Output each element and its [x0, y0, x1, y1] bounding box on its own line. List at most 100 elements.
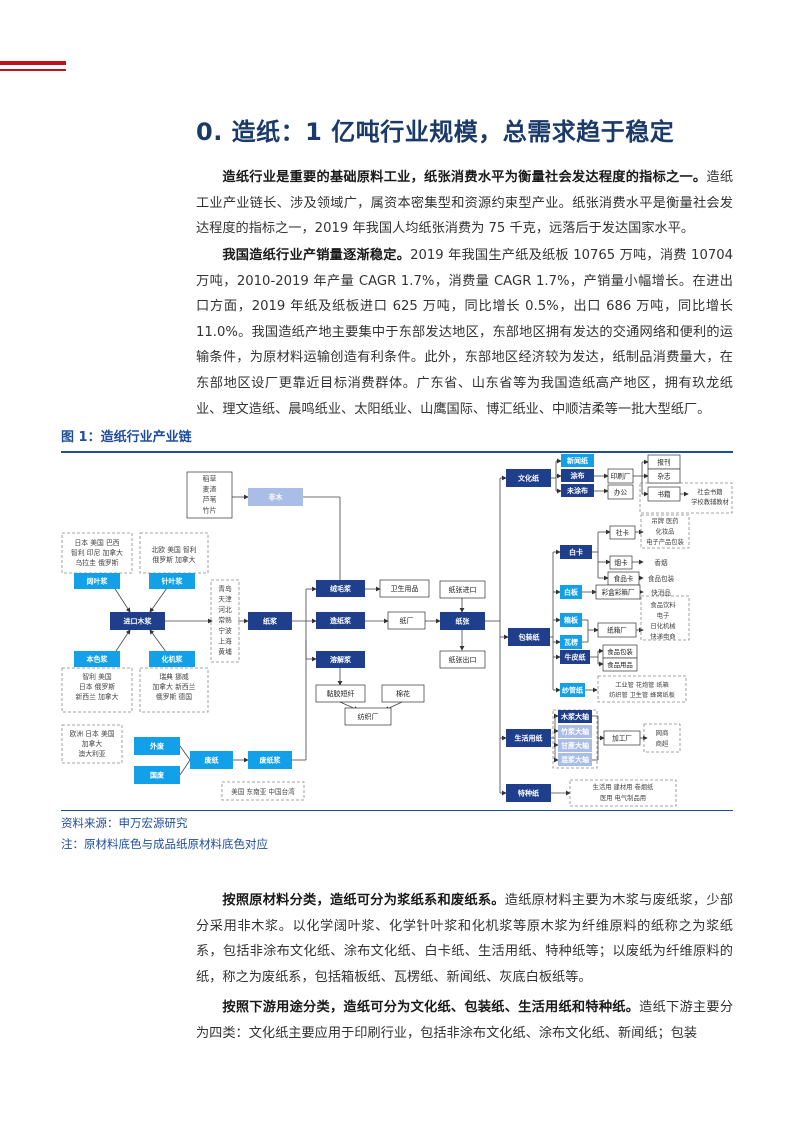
node-magazine: 杂志: [657, 471, 671, 480]
node-kraft_use2-box: [602, 657, 638, 672]
paragraph-4: 按照下游用途分类，造纸可分为文化纸、包装纸、生活用纸和特种纸。造纸下游主要分为四…: [196, 995, 733, 1046]
label-tissue_use-1: 商超: [656, 739, 669, 748]
node-fluff_pulp: 绒毛浆: [330, 584, 352, 593]
node-office: 办公: [614, 487, 628, 496]
raw-fiber-box: [186, 471, 233, 519]
node-magazine-box: [647, 468, 681, 484]
label-special_use-0: 生活用 建材用 卷烟纸: [593, 782, 654, 791]
node-sanitary: 卫生用品: [391, 584, 419, 593]
label-ports-2: 河北: [218, 606, 232, 614]
node-wood_tissue: 木浆大轴: [560, 712, 589, 721]
node-social_card: 社卡: [616, 528, 630, 537]
node-paper_export-box: [439, 650, 486, 669]
label-region_hw-2: 乌拉圭 俄罗斯: [76, 558, 119, 567]
node-paper_pulp2: 造纸浆: [330, 616, 352, 625]
node-tissue-box: [506, 729, 551, 747]
node-printing-box: [607, 468, 634, 484]
paragraph-2: 我国造纸行业产销量逐渐稳定。2019 年我国生产纸及纸板 10765 万吨，消费…: [196, 243, 733, 422]
node-mixed_tissue: 混浆大轴: [561, 755, 589, 764]
node-kraft_use2: 食品用品: [607, 660, 633, 669]
paragraph-3-body: 造纸原材料主要为木浆与废纸浆，少部分采用非木浆。以化学阔叶浆、化学针叶浆和化机浆…: [196, 893, 734, 985]
paragraph-4-lead: 按照下游用途分类，造纸可分为文化纸、包装纸、生活用纸和特种纸。: [222, 1000, 640, 1015]
node-special: 特种纸: [518, 789, 539, 798]
node-color_box-box: [595, 584, 641, 600]
node-hw_pulp: 阔叶浆: [87, 577, 109, 586]
node-import_pulp-box: [110, 612, 165, 630]
label-raw_fiber-0: 稻草: [203, 474, 217, 483]
node-smoke_card: 烟卡: [614, 558, 628, 567]
node-cotton-box: [381, 684, 425, 703]
node-paper-box: [440, 612, 485, 630]
node-coated: 涂布: [571, 471, 585, 480]
node-domestic_waste: 国废: [150, 771, 164, 780]
label-region_hw-1: 智利 印尼 加拿大: [71, 548, 123, 557]
label-wc_use1-2: 电子产品包装: [646, 537, 684, 546]
figure-note: 注：原材料底色与成品纸原材料底色对应: [61, 837, 268, 851]
label-region_cm-2: 俄罗斯 德国: [156, 692, 192, 701]
figure-bottom-rule: [61, 810, 733, 811]
label-tissue_use-0: 网商: [656, 728, 669, 737]
node-tissue: 生活用纸: [515, 734, 543, 743]
label-ports-5: 上海: [218, 637, 232, 646]
node-paper_pulp: 纸浆: [263, 617, 278, 626]
label-region_bs-1: 日本 俄罗斯: [79, 682, 115, 691]
node-kraft-box: [560, 650, 590, 664]
label-cigarette: 香烟: [654, 558, 668, 567]
label-food_pack: 食品包装: [648, 574, 675, 583]
node-fluff_pulp-box: [316, 580, 365, 597]
node-cm_pulp: 化机浆: [162, 655, 184, 664]
node-white_board-box: [560, 585, 582, 599]
node-packaging: 包装纸: [519, 633, 540, 642]
node-special-box: [506, 784, 551, 802]
figure-source: 资料来源：申万宏源研究: [61, 816, 188, 830]
industry-chain-diagram: 非木阔叶浆针叶浆进口木浆本色浆化机浆纸浆绒毛浆卫生用品造纸浆纸厂溶解浆黏胶短纤棉…: [61, 454, 733, 807]
node-color_box: 彩盒彩箱厂: [602, 587, 635, 596]
node-newsprint: 新闻纸: [567, 456, 588, 465]
node-fei_mu-box: [248, 488, 303, 506]
node-bs_pulp: 本色浆: [86, 655, 109, 664]
node-paper: 纸张: [456, 617, 471, 626]
node-kraft_use1: 食品包装: [607, 647, 633, 656]
node-dissolving: 溶解浆: [330, 655, 352, 664]
node-pulp_import-box: [439, 580, 486, 599]
paragraph-2-body: 2019 年我国生产纸及纸板 10765 万吨，消费 10704 万吨，2010…: [196, 248, 734, 417]
node-domestic_waste-box: [134, 766, 180, 784]
label-wc_use1-1: 化妆品: [656, 527, 675, 536]
node-smoke_card-box: [609, 555, 633, 570]
node-cw_pulp: 针叶浆: [161, 577, 184, 586]
label-region_waste2: 美国 东南亚 中国台湾: [231, 787, 295, 796]
node-uncoated: 未涂布: [567, 486, 588, 495]
paragraph-1: 造纸行业是重要的基础原料工业，纸张消费水平为衡量社会发达程度的指标之一。造纸工业…: [196, 165, 733, 242]
node-sanitary-box: [379, 579, 430, 598]
node-packaging-box: [508, 628, 550, 646]
label-ports-3: 常熟: [218, 616, 232, 625]
node-box_board-box: [560, 613, 582, 627]
node-uncoated-box: [561, 484, 594, 497]
node-books: 书籍: [657, 489, 671, 498]
node-paper_mill: 纸厂: [400, 616, 414, 625]
paragraph-3-lead: 按照原材料分类，造纸可分为浆纸系和废纸系。: [222, 893, 505, 908]
node-corrugated-box: [560, 635, 582, 649]
paragraph-3: 按照原材料分类，造纸可分为浆纸系和废纸系。造纸原材料主要为木浆与废纸浆，少部分采…: [196, 888, 733, 990]
node-newspaper: 报刊: [657, 457, 671, 466]
node-hw_pulp-box: [74, 573, 120, 589]
node-viscose-box: [315, 684, 366, 703]
node-fei_mu: 非木: [269, 493, 284, 502]
node-culture: 文化纸: [518, 474, 539, 483]
node-printing: 印刷厂: [611, 472, 631, 480]
node-bamboo_tissue: 竹浆大轴: [560, 727, 589, 736]
node-box_factory: 纸箱厂: [607, 625, 627, 634]
label-region_waste-2: 澳大利亚: [78, 749, 105, 758]
node-waste_paper-box: [190, 751, 233, 769]
node-textile-box: [344, 707, 392, 726]
label-special_use-1: 医用 电气制品用: [600, 793, 646, 802]
node-processor-box: [603, 730, 641, 746]
node-paper_pulp2-box: [316, 612, 365, 629]
paragraph-2-lead: 我国造纸行业产销量逐渐稳定。: [222, 248, 411, 263]
node-bagasse_tissue-box: [558, 739, 592, 752]
node-kraft: 牛皮纸: [565, 653, 586, 662]
label-box_use-0: 食品饮料: [650, 600, 676, 609]
node-bamboo_tissue-box: [558, 725, 592, 738]
label-ports-4: 宁波: [218, 626, 232, 635]
node-processor: 加工厂: [612, 733, 632, 742]
